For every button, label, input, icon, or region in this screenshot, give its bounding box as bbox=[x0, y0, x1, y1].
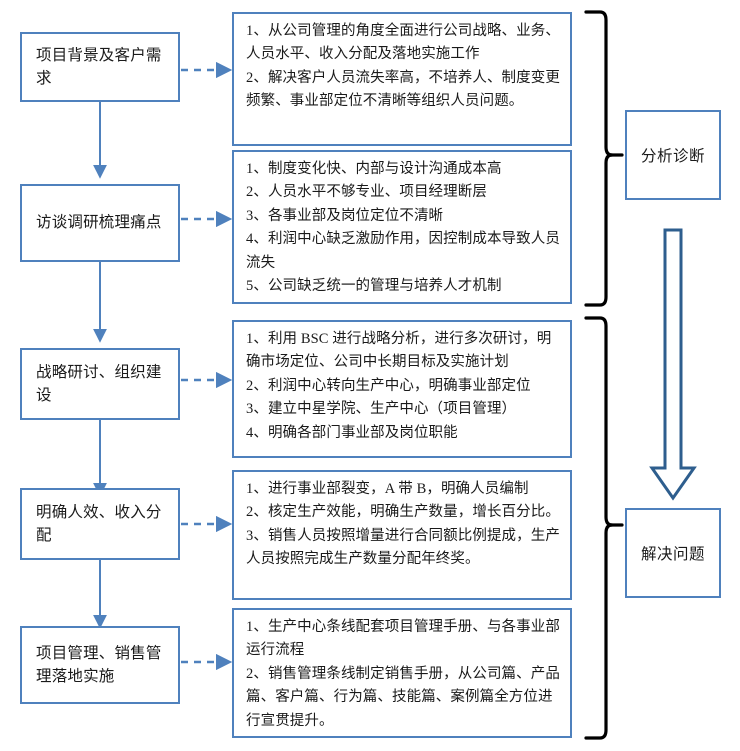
detail-line: 1、从公司管理的角度全面进行公司战略、业务、人员水平、收入分配及落地实施工作 bbox=[246, 23, 560, 63]
detail-box-1[interactable]: 1、从公司管理的角度全面进行公司战略、业务、人员水平、收入分配及落地实施工作 2… bbox=[232, 12, 572, 146]
detail-line: 2、人员水平不够专业、项目经理断层 bbox=[246, 184, 487, 201]
detail-box-2[interactable]: 1、制度变化快、内部与设计沟通成本高 2、人员水平不够专业、项目经理断层 3、各… bbox=[232, 150, 572, 304]
detail-line: 1、利用 BSC 进行战略分析，进行多次研讨，明确市场定位、公司中长期目标及实施… bbox=[246, 331, 552, 371]
detail-line: 2、销售管理条线制定销售手册，从公司篇、产品篇、客户篇、行为篇、技能篇、案例篇全… bbox=[246, 665, 560, 729]
detail-line: 4、明确各部门事业部及岗位职能 bbox=[246, 424, 458, 441]
group-box-solution[interactable]: 解决问题 bbox=[625, 508, 721, 598]
stage-label: 项目背景及客户需求 bbox=[36, 46, 162, 87]
detail-line: 3、建立中星学院、生产中心（项目管理） bbox=[246, 401, 517, 418]
detail-box-4[interactable]: 1、进行事业部裂变，A 带 B，明确人员编制 2、核定生产效能，明确生产数量，增… bbox=[232, 470, 572, 600]
stage-label: 访谈调研梳理痛点 bbox=[36, 214, 162, 232]
detail-line: 1、制度变化快、内部与设计沟通成本高 bbox=[246, 161, 502, 177]
detail-line: 2、解决客户人员流失率高，不培养人、制度变更频繁、事业部定位不清晰等组织人员问题… bbox=[246, 69, 560, 110]
block-down-arrow-icon bbox=[649, 228, 697, 501]
curly-brace-icon bbox=[584, 10, 624, 307]
stage-box-5[interactable]: 项目管理、销售管理落地实施 bbox=[20, 626, 180, 704]
group-label: 解决问题 bbox=[640, 546, 705, 563]
detail-line: 5、公司缺乏统一的管理与培养人才机制 bbox=[246, 278, 502, 295]
detail-line: 4、利润中心缺乏激励作用，因控制成本导致人员流失 bbox=[246, 231, 560, 271]
stage-label: 项目管理、销售管理落地实施 bbox=[36, 644, 162, 685]
detail-line: 3、销售人员按照增量进行合同额比例提成，生产人员按照完成生产数量分配年终奖。 bbox=[246, 527, 560, 568]
stage-box-2[interactable]: 访谈调研梳理痛点 bbox=[20, 184, 180, 262]
stage-box-1[interactable]: 项目背景及客户需求 bbox=[20, 32, 180, 102]
stage-detail-connectors bbox=[181, 61, 233, 671]
detail-line: 2、核定生产效能，明确生产数量，增长百分比。 bbox=[246, 504, 560, 521]
stage-label: 战略研讨、组织建设 bbox=[36, 363, 162, 404]
stage-label: 明确人效、收入分配 bbox=[36, 503, 162, 544]
group-box-analysis[interactable]: 分析诊断 bbox=[625, 110, 721, 200]
detail-box-5[interactable]: 1、生产中心条线配套项目管理手册、与各事业部运行流程 2、销售管理条线制定销售手… bbox=[232, 608, 572, 738]
group-label: 分析诊断 bbox=[640, 148, 705, 165]
detail-line: 3、各事业部及岗位定位不清晰 bbox=[246, 207, 444, 224]
stage-box-4[interactable]: 明确人效、收入分配 bbox=[20, 488, 180, 560]
detail-box-3[interactable]: 1、利用 BSC 进行战略分析，进行多次研讨，明确市场定位、公司中长期目标及实施… bbox=[232, 320, 572, 458]
stage-box-3[interactable]: 战略研讨、组织建设 bbox=[20, 348, 180, 420]
detail-line: 1、进行事业部裂变，A 带 B，明确人员编制 bbox=[246, 481, 529, 497]
detail-line: 1、生产中心条线配套项目管理手册、与各事业部运行流程 bbox=[246, 619, 560, 659]
detail-line: 2、利润中心转向生产中心，明确事业部定位 bbox=[246, 377, 531, 394]
curly-brace-icon bbox=[584, 316, 624, 740]
